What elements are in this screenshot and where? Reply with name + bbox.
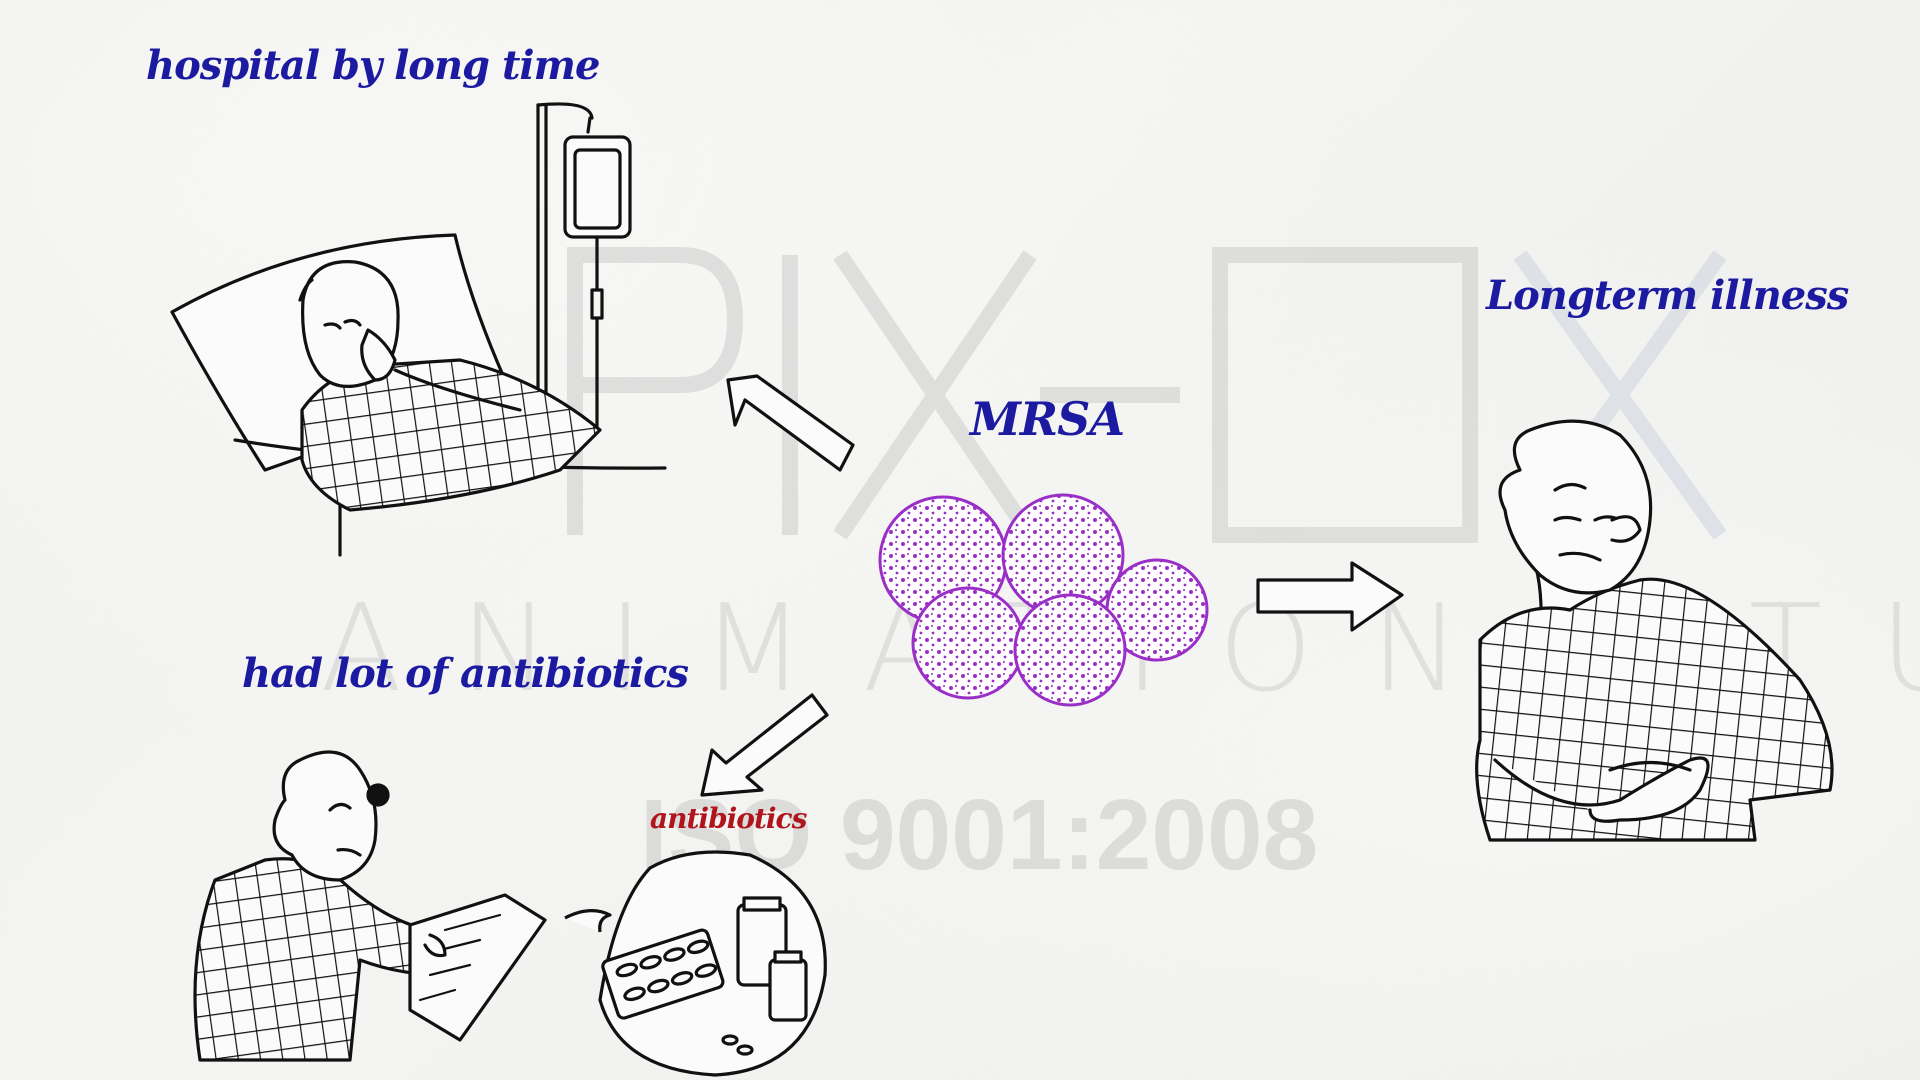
antibiotics-bubble-illustration — [564, 850, 827, 1077]
arrow-to-antibiotics — [700, 693, 829, 797]
caption-antibiotics: antibiotics — [650, 802, 807, 835]
man-reading-prescription-illustration — [193, 750, 547, 1062]
caption-hospital: hospital by long time — [146, 42, 600, 89]
caption-had-antibiotics: had lot of antibiotics — [242, 650, 689, 697]
sick-man-illustration — [1475, 419, 1834, 842]
arrow-to-hospital — [726, 374, 855, 472]
mrsa-bacteria-illustration — [878, 493, 1209, 707]
hospital-bed-illustration — [170, 102, 667, 557]
arrow-to-illness — [1256, 561, 1404, 632]
caption-mrsa: MRSA — [970, 392, 1125, 446]
caption-longterm-illness: Longterm illness — [1486, 272, 1849, 319]
